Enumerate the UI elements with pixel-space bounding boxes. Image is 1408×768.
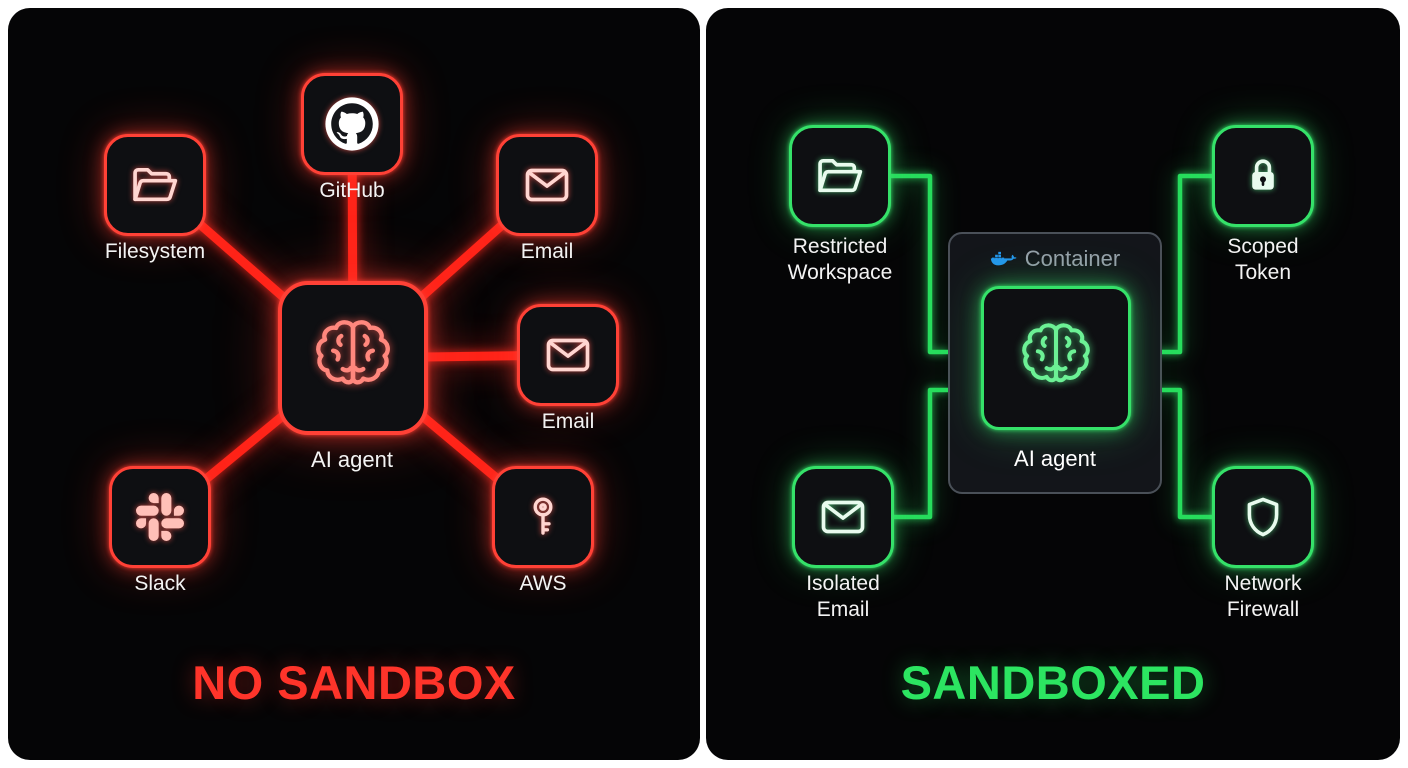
node-email-mid	[517, 304, 619, 406]
node-label-restricted-workspace: Restricted Workspace	[787, 235, 893, 285]
shield-icon	[1247, 497, 1279, 537]
lock-icon	[1252, 159, 1274, 190]
key-icon	[533, 497, 553, 535]
no-sandbox-title: NO SANDBOX	[192, 656, 516, 709]
node-slack	[109, 466, 211, 568]
container-label: Container	[1024, 246, 1121, 271]
container-header: Container	[950, 246, 1160, 272]
folder-icon	[133, 167, 178, 202]
container-box: Container AI agent	[948, 232, 1162, 494]
node-label-aws: AWS	[519, 572, 567, 595]
ai-agent-label-left: AI agent	[311, 447, 393, 472]
node-label-scoped-token: Scoped Token	[1227, 235, 1299, 285]
sandboxed-title: SANDBOXED	[900, 656, 1206, 709]
node-network-firewall	[1212, 466, 1314, 568]
docker-icon	[990, 251, 1017, 265]
ai-agent-label-right: AI agent	[1014, 446, 1096, 471]
node-label-email-top: Email	[520, 240, 574, 263]
email-icon	[821, 500, 865, 534]
email-icon	[525, 168, 569, 202]
slack-icon	[136, 493, 184, 541]
node-label-email-mid: Email	[541, 410, 595, 433]
node-email-top	[496, 134, 598, 236]
brain-icon	[306, 311, 400, 405]
node-label-github: GitHub	[319, 179, 385, 202]
ai-agent-box-sandboxed	[981, 286, 1131, 430]
node-label-slack: Slack	[134, 572, 186, 595]
node-label-network-firewall: Network Firewall	[1224, 572, 1302, 622]
folder-icon	[818, 158, 863, 193]
ai-agent-box-unsandboxed	[278, 281, 428, 435]
brain-icon	[1013, 315, 1099, 401]
email-icon	[546, 338, 590, 372]
node-scoped-token	[1212, 125, 1314, 227]
node-filesystem	[104, 134, 206, 236]
node-aws	[492, 466, 594, 568]
node-label-filesystem: Filesystem	[104, 240, 206, 263]
node-isolated-email	[792, 466, 894, 568]
node-label-isolated-email: Isolated Email	[806, 572, 880, 622]
node-restricted-workspace	[789, 125, 891, 227]
github-icon	[325, 97, 379, 151]
node-github	[301, 73, 403, 175]
